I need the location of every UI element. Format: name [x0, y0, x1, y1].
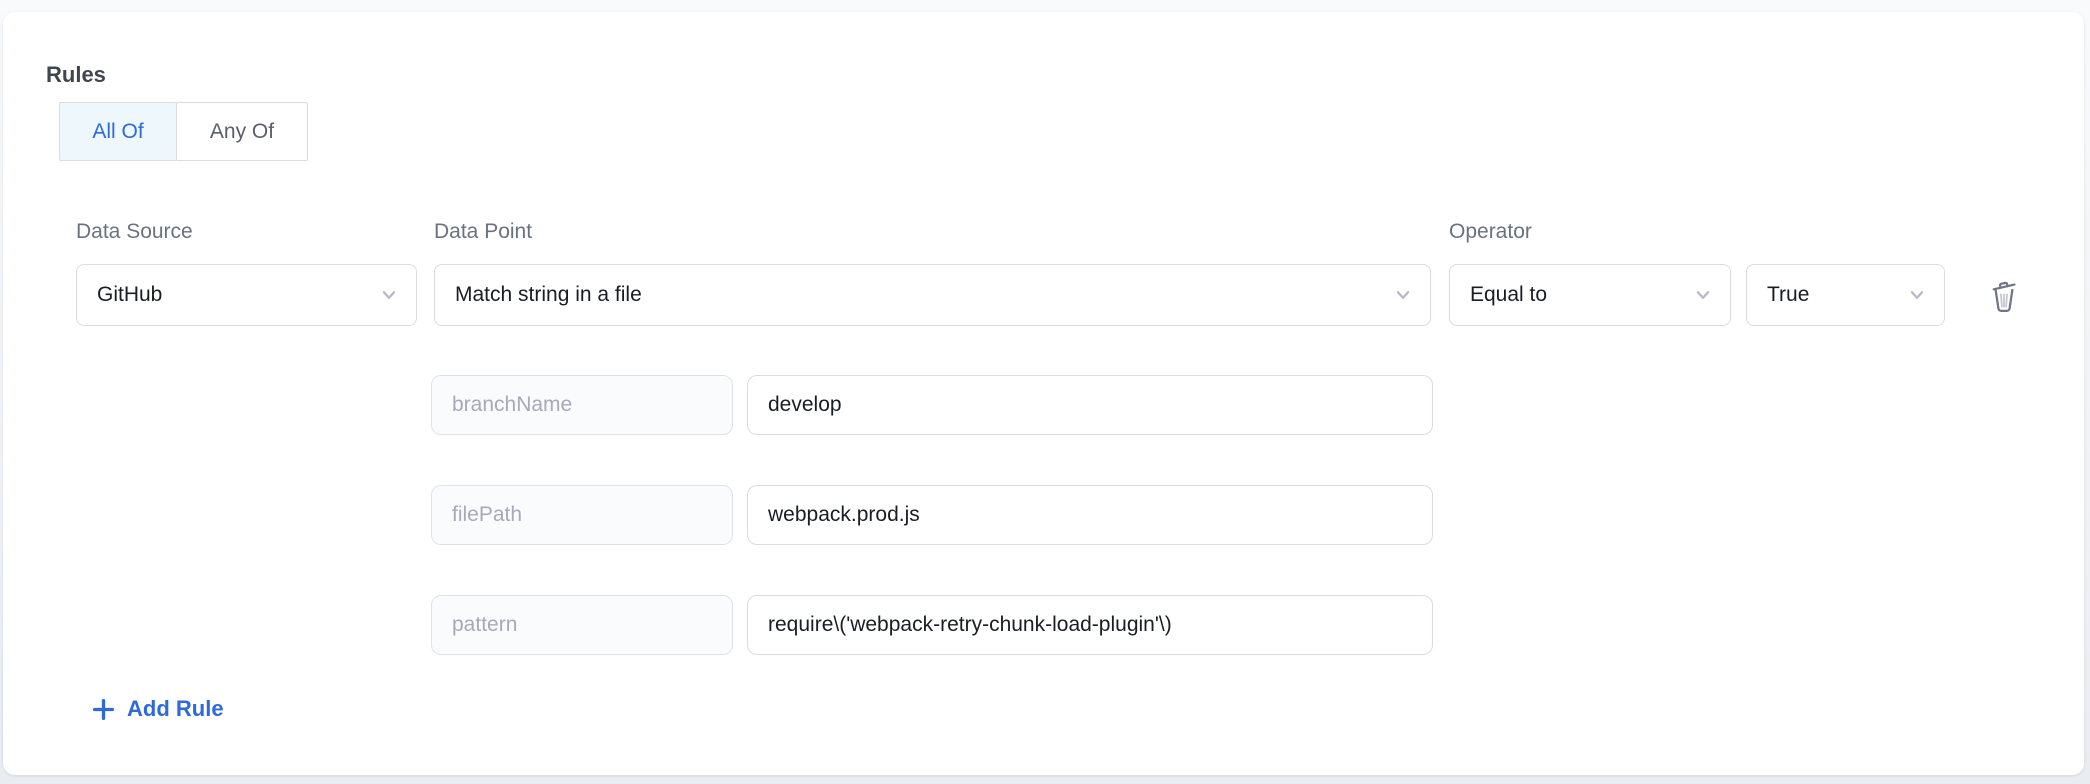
operator-select[interactable]: Equal to: [1449, 264, 1731, 326]
operator-value-select[interactable]: True: [1746, 264, 1945, 326]
toggle-all-of-label: All Of: [92, 119, 144, 143]
param-value-input[interactable]: [747, 595, 1433, 655]
add-rule-label: Add Rule: [127, 696, 224, 721]
data-source-select[interactable]: GitHub: [76, 264, 417, 326]
match-type-toggle: All Of Any Of: [59, 102, 308, 161]
param-value-input[interactable]: [747, 375, 1433, 435]
rules-section-title: Rules: [46, 62, 106, 87]
data-point-label: Data Point: [434, 220, 533, 243]
data-point-select[interactable]: Match string in a file: [434, 264, 1431, 326]
chevron-down-icon: [1394, 286, 1412, 304]
param-value-input[interactable]: [747, 485, 1433, 545]
param-key-input: [431, 595, 733, 655]
operator-select-value: Equal to: [1470, 283, 1548, 306]
toggle-all-of[interactable]: All Of: [59, 102, 177, 161]
chevron-down-icon: [1694, 286, 1712, 304]
operator-label: Operator: [1449, 220, 1532, 243]
trash-icon: [1992, 281, 2016, 312]
chevron-down-icon: [380, 286, 398, 304]
param-key-input: [431, 485, 733, 545]
delete-rule-button[interactable]: [1983, 274, 2025, 316]
plus-icon: [92, 698, 115, 720]
operator-value-select-value: True: [1767, 283, 1810, 306]
add-rule-button[interactable]: Add Rule: [91, 696, 224, 722]
data-source-label: Data Source: [76, 220, 193, 243]
rules-panel: Rules All Of Any Of Data Source Data Poi…: [3, 12, 2084, 775]
data-point-select-value: Match string in a file: [455, 283, 642, 306]
data-source-select-value: GitHub: [97, 283, 163, 306]
chevron-down-icon: [1908, 286, 1926, 304]
param-key-input: [431, 375, 733, 435]
toggle-any-of[interactable]: Any Of: [176, 102, 308, 161]
toggle-any-of-label: Any Of: [209, 119, 275, 143]
